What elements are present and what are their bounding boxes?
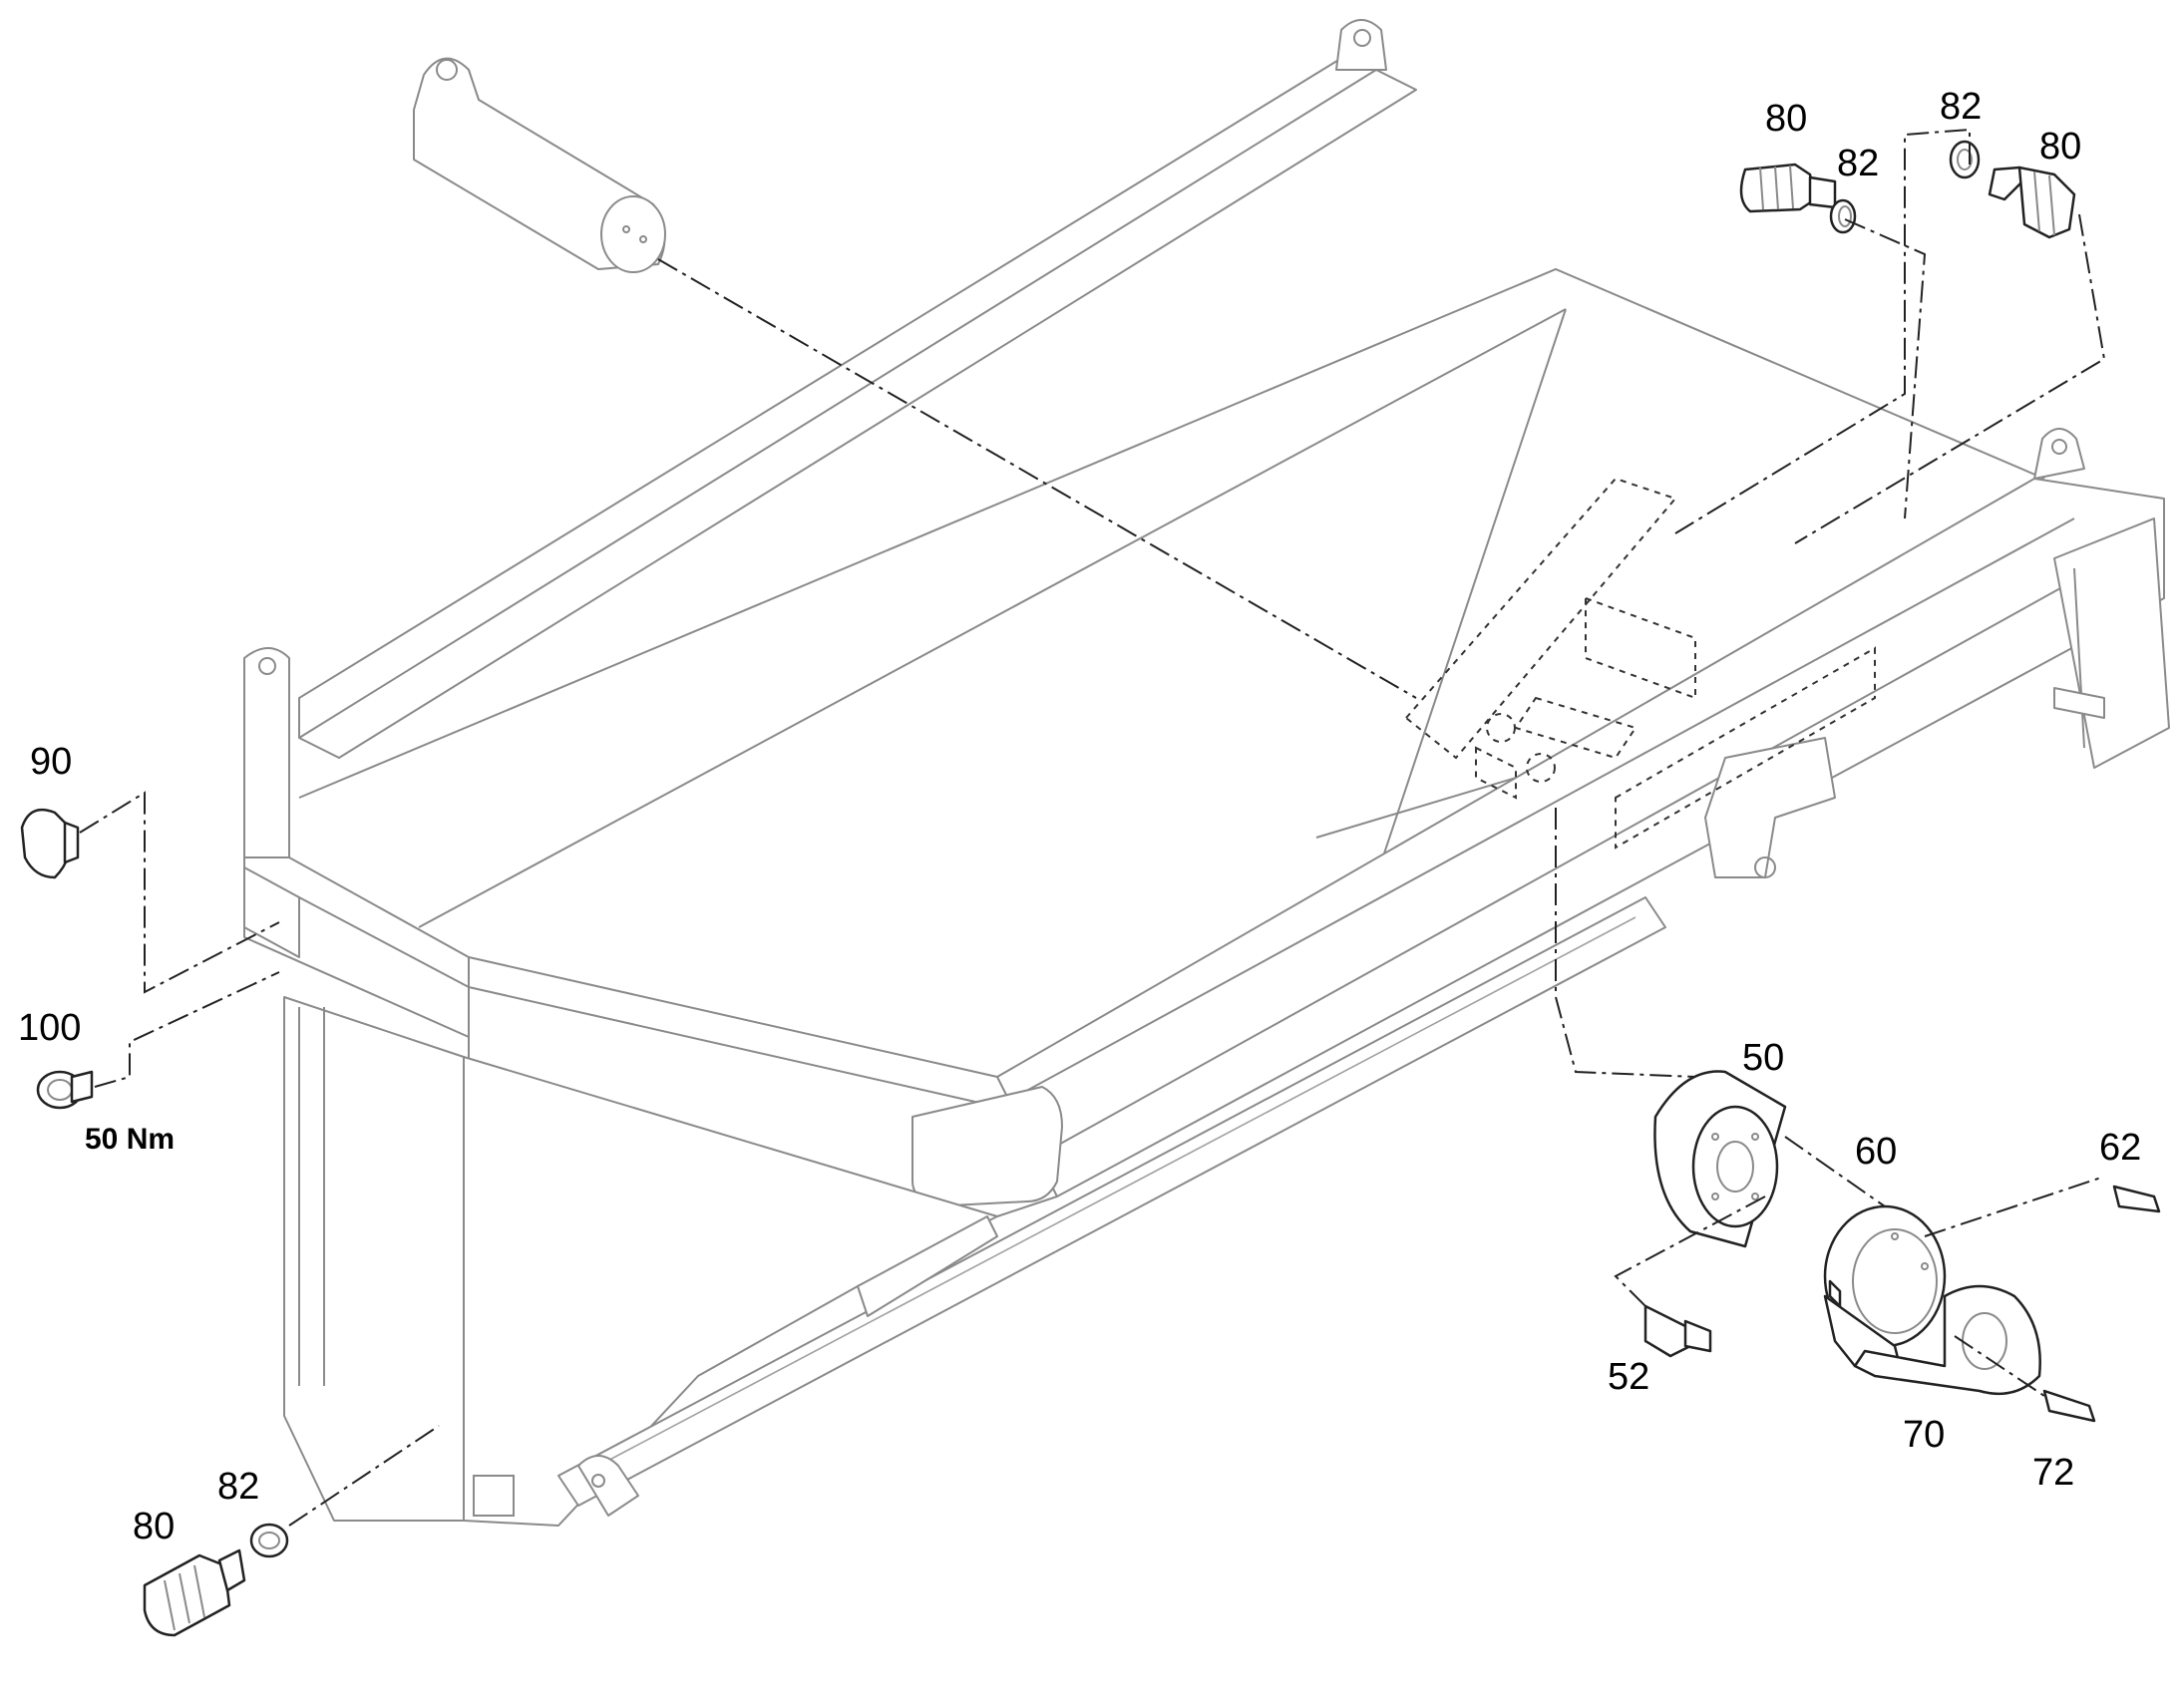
callout-52: 52 xyxy=(1608,1356,1650,1398)
callout-72: 72 xyxy=(2032,1452,2075,1494)
pivot-pin xyxy=(413,57,666,273)
sealing-washer-top-mid xyxy=(1829,198,1857,234)
callout-82-top-mid: 82 xyxy=(1837,143,1880,184)
quick-coupling-fitting-top-right xyxy=(1988,166,2076,239)
callout-62: 62 xyxy=(2099,1127,2142,1169)
dump-body-frame xyxy=(243,19,2170,1527)
callout-80-top-right: 80 xyxy=(2039,126,2082,168)
protective-cap xyxy=(20,808,80,879)
quick-coupling-fitting-top-left xyxy=(1739,163,1837,213)
callout-80-bottom: 80 xyxy=(133,1506,176,1547)
callout-90: 90 xyxy=(30,741,73,783)
torque-arm xyxy=(1853,1284,2041,1396)
callout-50: 50 xyxy=(1742,1037,1785,1079)
callout-100: 100 xyxy=(18,1007,82,1049)
quick-coupling-fitting-bottom xyxy=(143,1548,246,1637)
callout-82-top-right: 82 xyxy=(1940,86,1983,128)
sealing-washer-bottom xyxy=(249,1523,289,1558)
cap-screw-52 xyxy=(1643,1304,1712,1358)
sealing-washer-top-right xyxy=(1949,140,1981,179)
rotary-sensor xyxy=(1823,1204,1947,1368)
callout-60: 60 xyxy=(1855,1131,1898,1173)
callout-82-bottom: 82 xyxy=(217,1466,260,1508)
leader-lines xyxy=(79,128,2106,1527)
hex-bolt-72 xyxy=(2042,1389,2096,1423)
callout-70: 70 xyxy=(1903,1414,1946,1456)
callout-80-top-left: 80 xyxy=(1765,98,1808,140)
torque-spec-50-nm: 50 Nm xyxy=(85,1123,176,1156)
plug-screw xyxy=(36,1070,94,1110)
cap-screw-62 xyxy=(2112,1185,2161,1213)
